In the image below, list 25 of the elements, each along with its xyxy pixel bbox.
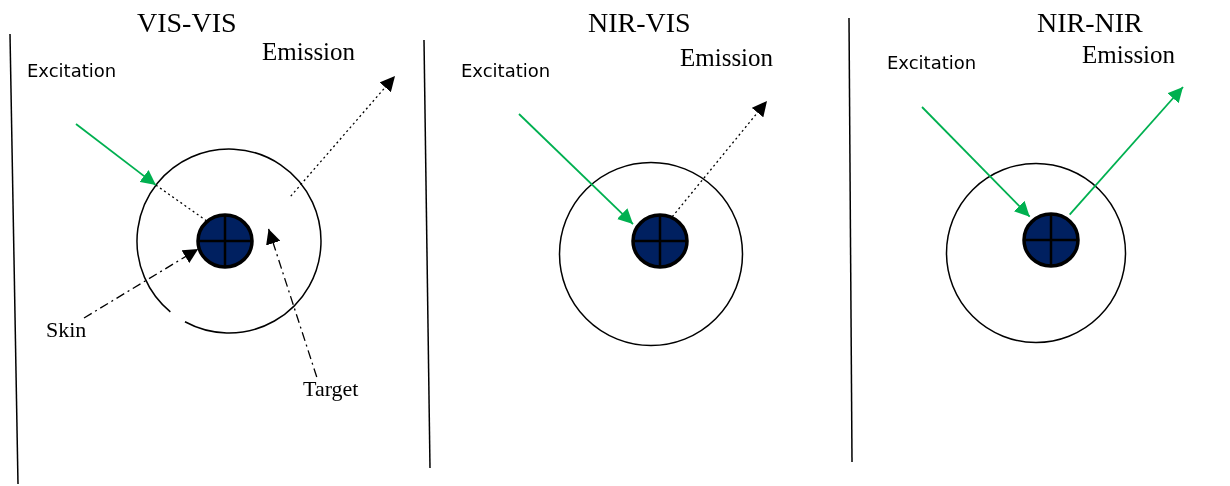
- callout-label: Skin: [46, 318, 87, 343]
- beam-label: Excitation: [887, 53, 977, 73]
- arrow: [290, 75, 396, 197]
- skin-circle: [944, 161, 1128, 345]
- beam-label: Emission: [680, 44, 774, 72]
- arrow: [671, 100, 768, 218]
- skin-circle: [557, 160, 745, 348]
- callout-label: Target: [303, 377, 359, 402]
- leader-line: [83, 248, 199, 319]
- target-dot: [195, 212, 255, 270]
- beam-label: Emission: [262, 38, 356, 66]
- beam-label: Excitation: [461, 61, 551, 81]
- arrow: [518, 113, 634, 225]
- arrow: [1068, 86, 1184, 216]
- panel-title: NIR-NIR: [1037, 8, 1143, 39]
- target-dot: [1021, 211, 1081, 269]
- leader-line: [266, 228, 318, 378]
- panel-title: NIR-VIS: [588, 8, 691, 39]
- target-dot: [630, 212, 690, 270]
- arrow: [75, 123, 157, 186]
- connector-line: [155, 184, 208, 222]
- beam-label: Emission: [1082, 41, 1176, 69]
- panel-title: VIS-VIS: [137, 8, 237, 39]
- arrow: [921, 106, 1031, 218]
- beam-label: Excitation: [27, 61, 117, 81]
